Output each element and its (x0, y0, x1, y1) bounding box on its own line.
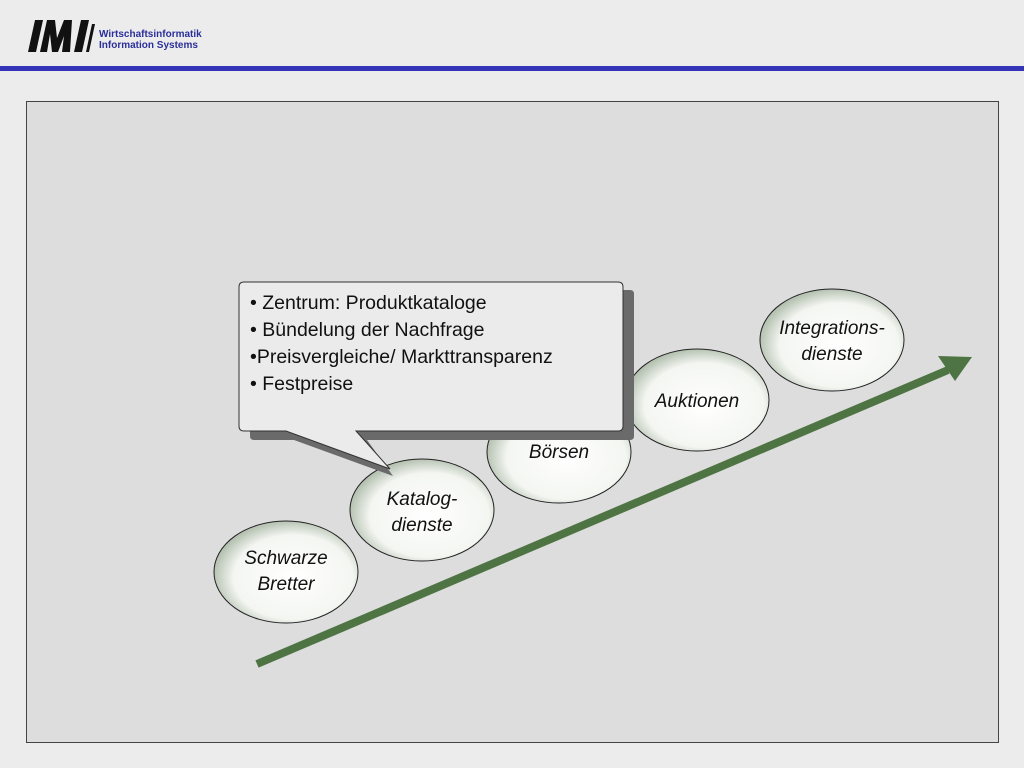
callout-item: •Preisvergleiche/ Markttransparenz (250, 346, 553, 368)
callout-item: • Festpreise (250, 373, 354, 395)
stage-label-line: Börsen (528, 442, 590, 463)
slide-header: Wirtschaftsinformatik Information System… (0, 0, 1024, 66)
callout-item: • Bündelung der Nachfrage (250, 319, 485, 341)
stage-label-katalogdienste: Katalog- dienste (352, 487, 492, 539)
growth-arrow-head (938, 356, 972, 381)
stage-label-line: Schwarze (244, 548, 328, 569)
stage-label-line: dienste (801, 344, 863, 365)
stage-label-line: Auktionen (654, 391, 740, 412)
stage-label-line: Integrations- (779, 318, 885, 339)
callout-item: • Zentrum: Produktkataloge (250, 292, 487, 314)
growth-arrow-shaft (255, 366, 950, 668)
stage-label-line: dienste (391, 515, 453, 536)
logo-line-2: Information Systems (99, 40, 198, 51)
stage-label-auktionen: Auktionen (627, 389, 767, 415)
stage-oval-katalogdienste (349, 458, 495, 562)
callout-box (238, 281, 624, 470)
logo-line-1: Wirtschaftsinformatik (99, 29, 202, 40)
header-rule (0, 66, 1024, 71)
stage-label-line: Bretter (257, 574, 315, 595)
stage-oval-integrationsdienste (759, 288, 905, 392)
stage-oval-schwarze-bretter (213, 520, 359, 624)
stage-label-boersen: Börsen (489, 440, 629, 466)
stage-label-schwarze-bretter: Schwarze Bretter (216, 546, 356, 598)
callout-list: • Zentrum: Produktkataloge • Bündelung d… (250, 290, 620, 398)
logo-text: Wirtschaftsinformatik Information System… (99, 29, 202, 51)
iwi-logo-icon (28, 20, 95, 52)
stage-label-line: Katalog- (386, 489, 458, 510)
stage-label-integrationsdienste: Integrations- dienste (762, 316, 902, 368)
